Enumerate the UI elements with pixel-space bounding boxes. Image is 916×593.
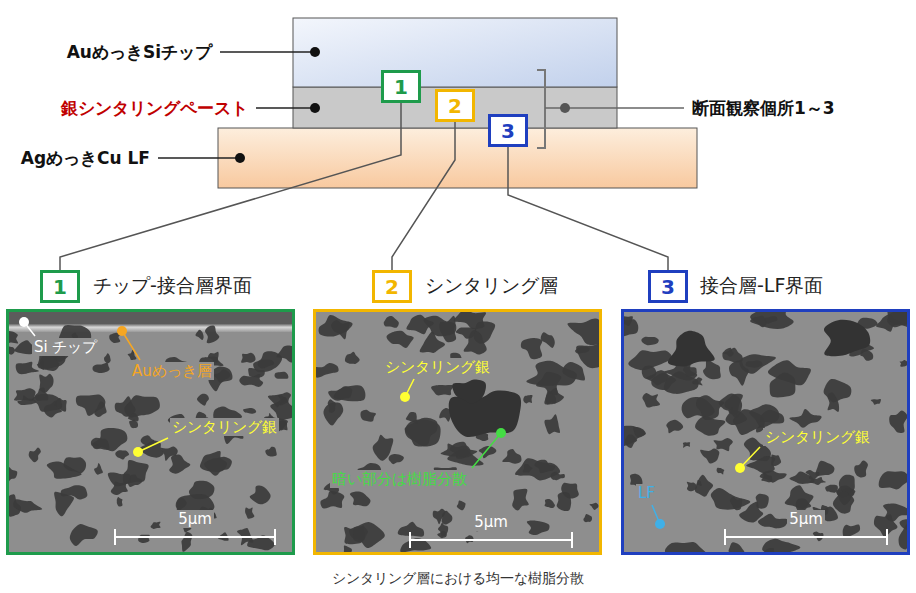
sem-images xyxy=(0,304,916,563)
sem-panel: シンタリング層シンタリング銀暗い部分は樹脂分散5μm xyxy=(313,309,602,555)
callout-number: 1 xyxy=(381,70,421,103)
number-text: 3 xyxy=(501,121,515,141)
lead-frame-layer xyxy=(218,128,697,188)
sem-annotation: 暗い部分は樹脂分散 xyxy=(330,470,469,488)
leader-connector xyxy=(508,147,668,270)
sem-annotation: シンタリング銀 xyxy=(383,358,492,376)
sem-annotation: シンタリング銀 xyxy=(170,418,279,436)
sem-annotation: Auめっき層 xyxy=(130,362,214,380)
panel-heading: 接合層-LF界面 xyxy=(700,274,823,297)
sem-panel: 接合層-LF界面シンタリング銀LF5μm xyxy=(621,309,910,555)
sem-panel: チップ-接合層界面Si チップAuめっき層シンタリング銀5μm xyxy=(6,309,295,555)
si-chip-layer xyxy=(293,18,617,87)
observation-bracket xyxy=(537,70,684,148)
panel-heading: チップ-接合層界面 xyxy=(93,274,252,297)
scale-bar-label: 5μm xyxy=(472,513,510,531)
part-label: 銀シンタリングペースト xyxy=(61,98,248,118)
scale-bar-label: 5μm xyxy=(787,510,825,528)
sem-annotation: シンタリング銀 xyxy=(763,428,872,446)
number-text: 1 xyxy=(394,77,408,97)
panel-number: 2 xyxy=(372,270,412,303)
sem-annotation: Si チップ xyxy=(32,338,99,356)
number-text: 3 xyxy=(661,277,675,297)
leader-connector xyxy=(392,122,455,270)
number-text: 2 xyxy=(448,96,462,116)
panel-heading: シンタリング層 xyxy=(425,274,558,297)
part-label: AgめっきCu LF xyxy=(21,148,150,168)
callout-number: 3 xyxy=(488,114,528,147)
leader-connector xyxy=(60,103,401,270)
observation-label: 断面観察個所1～3 xyxy=(692,98,835,118)
number-text: 2 xyxy=(385,277,399,297)
scale-bar-label: 5μm xyxy=(176,510,214,528)
panel-number: 3 xyxy=(648,270,688,303)
part-label: AuめっきSiチップ xyxy=(67,42,212,62)
figure-caption: シンタリング層における均一な樹脂分散 xyxy=(332,570,584,587)
callout-number: 2 xyxy=(435,89,475,122)
number-text: 1 xyxy=(53,277,67,297)
panel-number: 1 xyxy=(40,270,80,303)
sinter-paste-layer xyxy=(293,87,617,128)
sem-annotation: LF xyxy=(636,484,657,502)
sem-markers xyxy=(19,317,887,548)
